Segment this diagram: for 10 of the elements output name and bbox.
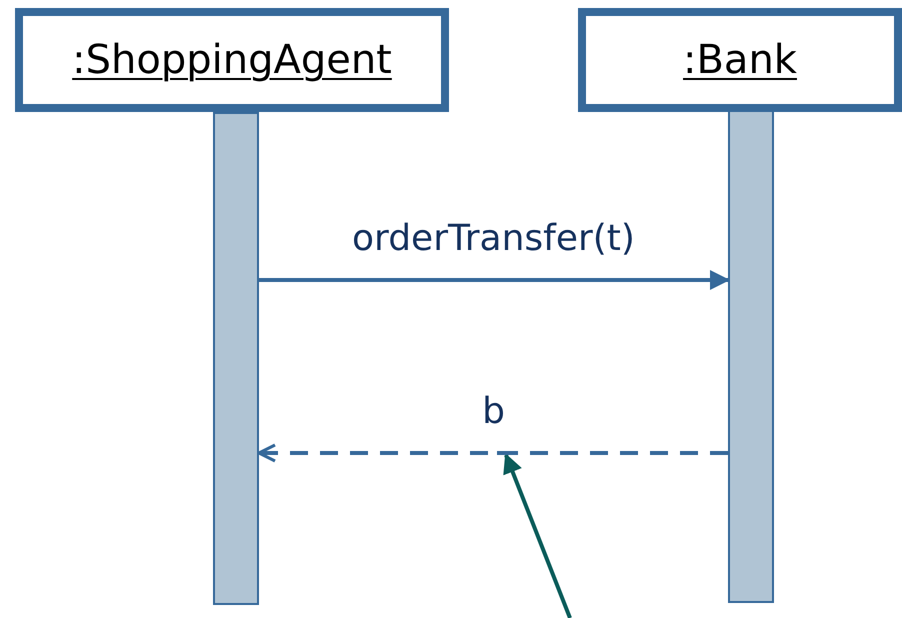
object-name: :ShoppingAgent bbox=[72, 37, 392, 83]
activation-bar bbox=[728, 110, 774, 603]
pointer-arrow bbox=[503, 453, 572, 618]
lifeline-head-box bbox=[15, 8, 449, 112]
lifeline-head-box bbox=[578, 8, 902, 112]
activation-bar bbox=[213, 112, 259, 605]
object-name: :Bank bbox=[683, 37, 797, 83]
return-message-arrow bbox=[257, 443, 728, 463]
message-line-segment bbox=[497, 451, 515, 455]
message-arrow bbox=[259, 270, 730, 290]
